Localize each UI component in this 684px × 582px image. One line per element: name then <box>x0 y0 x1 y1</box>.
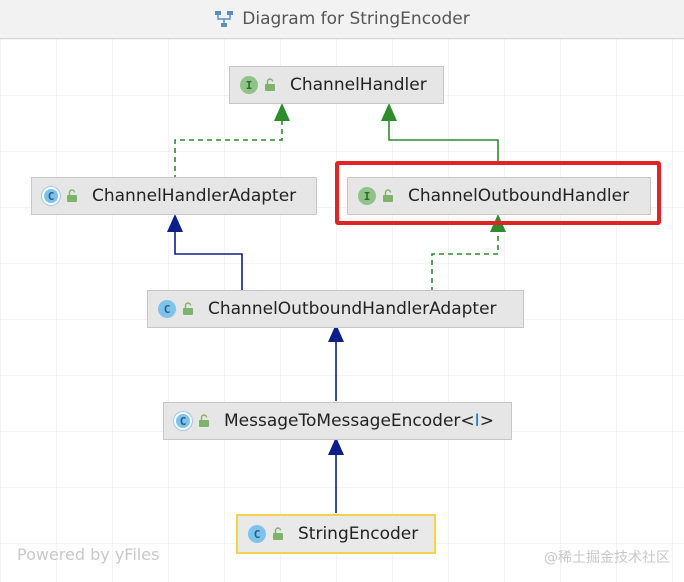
arrowhead <box>274 103 290 121</box>
node-channel-handler-adapter[interactable]: C ChannelHandlerAdapter <box>31 177 317 215</box>
highlight-box <box>335 161 661 225</box>
edge-outbound-adapter-extends-adapter <box>174 232 243 292</box>
node-channel-outbound-handler[interactable]: I ChannelOutboundHandler <box>347 177 651 215</box>
arrowhead <box>328 324 344 342</box>
diagram-canvas[interactable]: I ChannelHandler C ChannelHandlerAdapter… <box>0 39 684 582</box>
node-label: MessageToMessageEncoder<I> <box>224 411 494 431</box>
window-title-bar: Diagram for StringEncoder <box>0 0 684 39</box>
edge-adapter-implements-handler <box>174 121 283 180</box>
edge-outbound-extends-handler <box>388 121 499 164</box>
abstract-class-icon: C <box>42 187 60 205</box>
node-message-to-message-encoder[interactable]: C MessageToMessageEncoder<I> <box>163 402 512 440</box>
node-label: ChannelHandlerAdapter <box>92 186 297 206</box>
window-title: Diagram for StringEncoder <box>242 9 470 29</box>
class-icon: C <box>248 525 266 543</box>
generic-type-parameter: I <box>474 411 480 431</box>
abstract-class-icon: C <box>174 412 192 430</box>
node-label: ChannelOutboundHandler <box>408 186 630 206</box>
node-channel-outbound-handler-adapter[interactable]: C ChannelOutboundHandlerAdapter <box>147 290 524 328</box>
unlocked-icon <box>265 78 275 91</box>
interface-icon: I <box>240 76 258 94</box>
unlocked-icon <box>183 302 193 315</box>
arrowhead <box>167 214 183 232</box>
node-label-end: > <box>479 411 494 431</box>
node-label: ChannelOutboundHandlerAdapter <box>208 299 497 319</box>
node-channel-handler[interactable]: I ChannelHandler <box>229 66 444 104</box>
class-icon: C <box>158 300 176 318</box>
yfiles-watermark: Powered by yFiles <box>17 545 160 564</box>
unlocked-icon <box>383 189 393 202</box>
edge-outbound-adapter-implements-outbound <box>431 232 499 292</box>
node-label: ChannelHandler <box>290 75 427 95</box>
juejin-watermark: @稀土掘金技术社区 <box>544 550 670 566</box>
node-label-main: MessageToMessageEncoder< <box>224 411 475 431</box>
unlocked-icon <box>199 414 209 427</box>
diagram-edges <box>167 103 506 513</box>
node-label: StringEncoder <box>298 524 419 544</box>
arrowhead <box>328 437 344 455</box>
node-string-encoder[interactable]: C StringEncoder <box>236 514 436 554</box>
diagram-icon <box>215 11 234 27</box>
arrowhead <box>381 103 397 121</box>
unlocked-icon <box>67 189 77 202</box>
interface-icon: I <box>358 187 376 205</box>
unlocked-icon <box>273 527 283 540</box>
